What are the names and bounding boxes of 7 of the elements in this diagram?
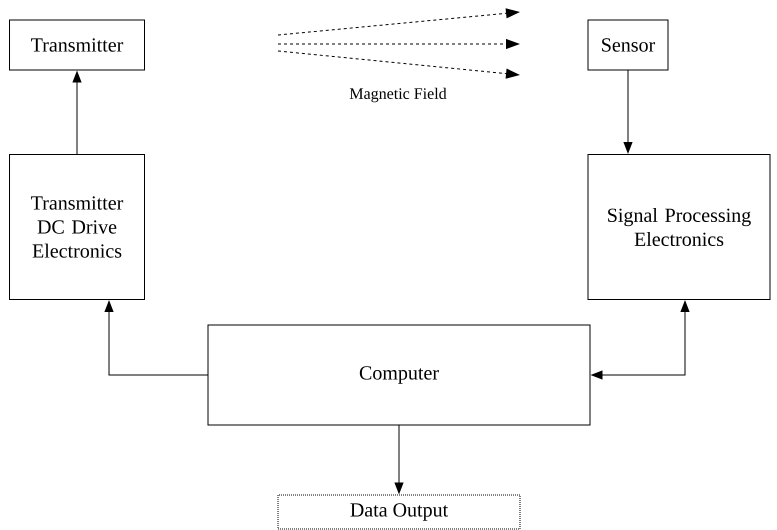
field-label: Magnetic Field xyxy=(350,88,446,102)
process-box: Data Output xyxy=(278,494,520,530)
process-box: Sensor xyxy=(588,20,668,70)
process-box: Transmitter DC Drive Electronics xyxy=(9,154,145,300)
process-box: Signal Processing Electronics xyxy=(588,154,770,300)
process-box: Computer xyxy=(208,324,590,426)
process-box: Transmitter xyxy=(9,20,145,70)
